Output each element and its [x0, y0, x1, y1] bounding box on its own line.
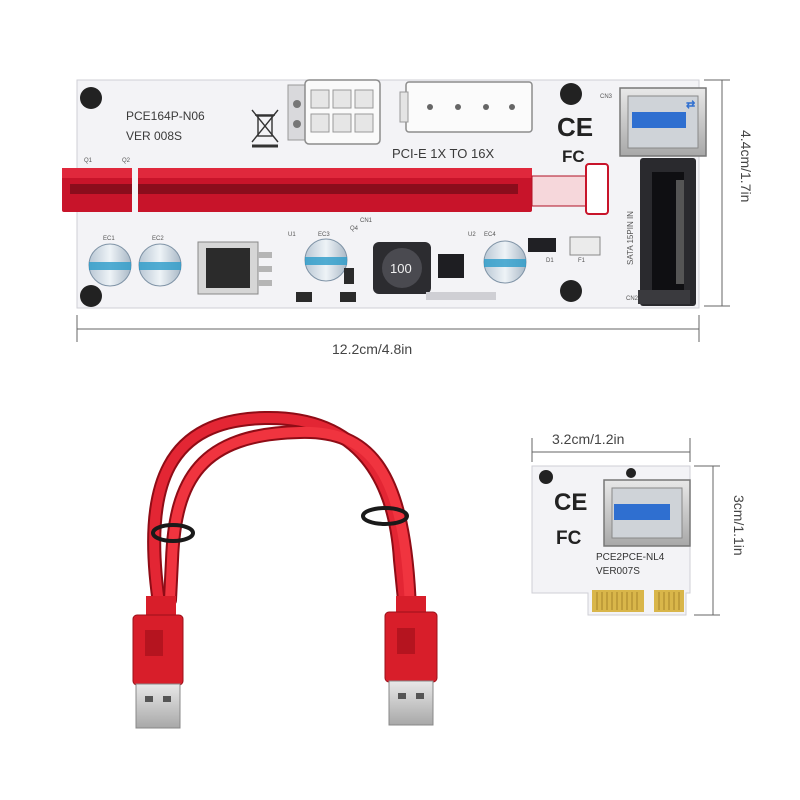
barcode-strip [426, 292, 496, 300]
mount-hole-icon [80, 87, 102, 109]
inductor-code: 100 [390, 261, 412, 276]
capacitor-ec3 [304, 238, 348, 282]
designator-ec3: EC3 [318, 232, 330, 238]
adapter-ce-mark: CE [554, 489, 587, 516]
sata-label: SATA 15PIN IN [626, 211, 635, 265]
designator-q1: Q1 [84, 158, 93, 164]
usb-symbol-icon: ⇄ [686, 99, 695, 111]
designator-f1: F1 [578, 258, 586, 264]
resistor [344, 268, 354, 284]
designator-cn1: CN1 [360, 218, 373, 224]
riser-height-label: 4.4cm/1.7in [738, 130, 754, 202]
designator-u1: U1 [288, 232, 296, 238]
mount-hole-icon [626, 468, 636, 478]
adapter-model-label: PCE2PCE-NL4 [596, 552, 665, 563]
adapter-usb3-port [603, 479, 691, 547]
adapter-height-label: 3cm/1.1in [731, 495, 747, 556]
mount-hole-icon [539, 470, 553, 484]
riser-interface-label: PCI-E 1X TO 16X [392, 146, 494, 161]
six-pin-power-connector [287, 79, 381, 145]
capacitor-ec4 [483, 240, 527, 284]
mount-hole-icon [560, 83, 582, 105]
voltage-regulator [197, 241, 272, 295]
riser-width-label: 12.2cm/4.8in [332, 341, 412, 357]
resistor [296, 292, 312, 302]
riser-ce-mark: CE [557, 112, 593, 142]
adapter-version-label: VER007S [596, 566, 640, 577]
fuse-f1 [569, 236, 601, 256]
cable-tie-icon [151, 523, 195, 543]
mount-hole-icon [80, 285, 102, 307]
pcie-x1-gold-fingers [592, 590, 684, 612]
usb-plug-left [132, 596, 184, 729]
usb-cable [147, 410, 417, 617]
pcie-x16-slot [62, 163, 609, 215]
designator-q2: Q2 [122, 158, 131, 164]
molex-power-connector [399, 81, 533, 133]
riser-model-label: PCE164P-N06 [126, 109, 205, 123]
riser-usb3-port: ⇄ [619, 87, 707, 157]
adapter-width-label: 3.2cm/1.2in [552, 431, 624, 447]
weee-bin-icon [251, 109, 279, 148]
designator-u2: U2 [468, 232, 476, 238]
designator-ec4: EC4 [484, 232, 496, 238]
capacitor-ec1 [88, 243, 132, 287]
designator-ec1: EC1 [103, 236, 115, 242]
riser-height-dimension [704, 79, 730, 307]
riser-fc-mark: FC [562, 147, 585, 166]
chip-u2 [438, 254, 464, 278]
riser-version-label: VER 008S [126, 129, 182, 143]
adapter-board: CE FC PCE2PCE-NL4 VER007S [531, 465, 691, 616]
designator-d1: D1 [546, 258, 554, 264]
designator-q4: Q4 [350, 226, 359, 232]
designator-cn2: CN2 [626, 296, 639, 302]
designator-cn3: CN3 [600, 94, 613, 100]
adapter-height-dimension [694, 465, 720, 616]
mount-hole-icon [560, 280, 582, 302]
resistor [340, 292, 356, 302]
designator-ec2: EC2 [152, 236, 164, 242]
usb-plug-right [384, 596, 438, 726]
riser-board: PCE164P-N06 VER 008S [62, 79, 707, 309]
inductor: 100 [373, 242, 431, 294]
adapter-fc-mark: FC [556, 528, 582, 549]
riser-width-dimension [76, 315, 700, 342]
diode-d1 [528, 238, 556, 252]
capacitor-ec2 [138, 243, 182, 287]
adapter-width-dimension [531, 438, 691, 462]
cable-tie-icon [361, 506, 409, 526]
sata-connector [638, 158, 696, 306]
